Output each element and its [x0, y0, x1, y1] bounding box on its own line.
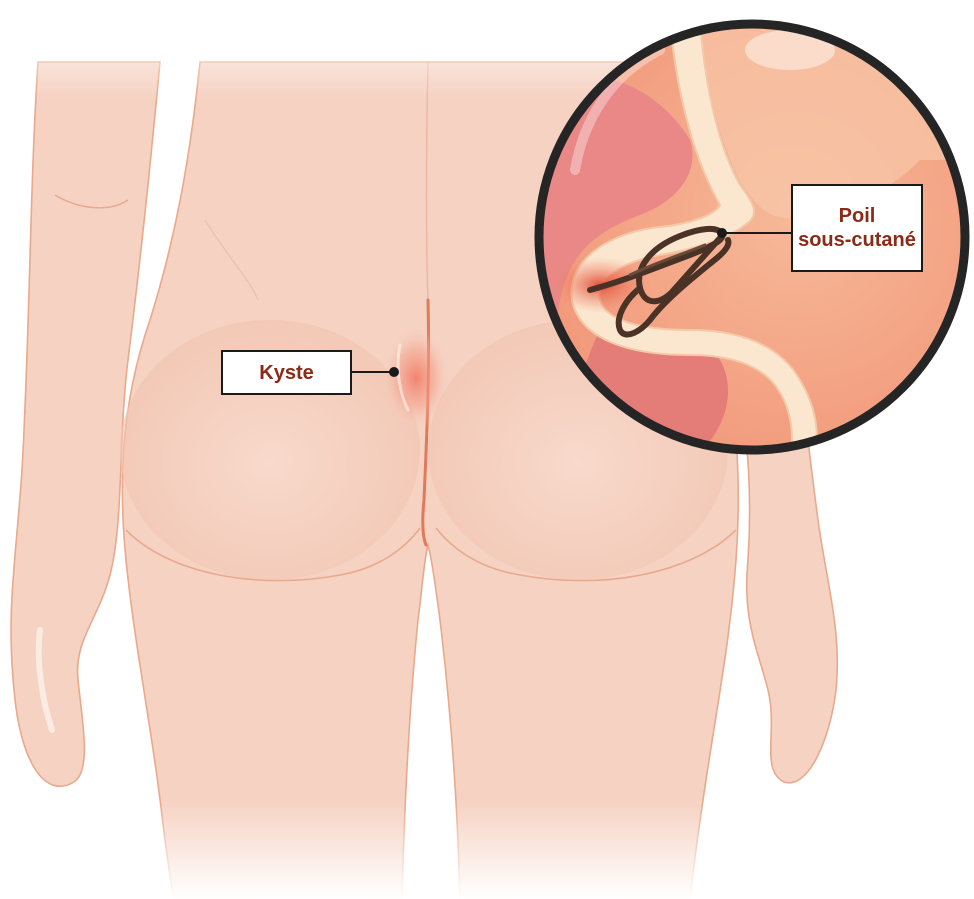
cyst-label: Kyste — [221, 350, 352, 395]
cyst-swelling — [382, 326, 450, 430]
hair-label-line2: sous-cutané — [798, 228, 916, 252]
hair-marker-dot — [717, 228, 727, 238]
subcutaneous-hair-label: Poil sous-cutané — [791, 184, 923, 272]
bottom-fade — [0, 800, 974, 899]
cyst-label-text: Kyste — [259, 361, 313, 385]
hair-label-line1: Poil — [839, 204, 876, 228]
cyst-marker-dot — [389, 367, 399, 377]
